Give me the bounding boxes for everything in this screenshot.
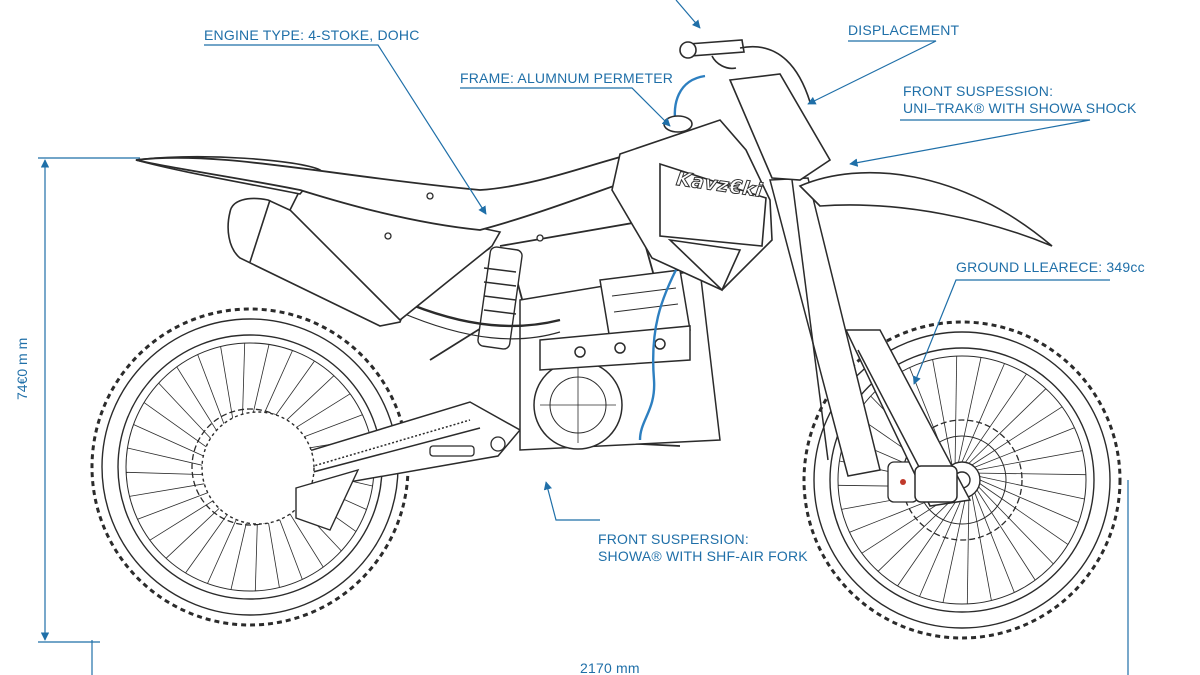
length-dimension-label: 2170 mm — [580, 660, 640, 675]
wheel-spoke — [919, 497, 963, 597]
wheel-spoke — [961, 363, 1005, 463]
wheel-spoke — [965, 373, 1027, 463]
wheel-spoke — [976, 450, 1083, 471]
front-fender — [798, 171, 1053, 247]
length-dimension-text: 2170 mm — [580, 660, 640, 675]
engine-type-label: ENGINE TYPE: 4-STOKE, DOHC — [204, 27, 420, 44]
displacement-text: DISPLACEMENT — [848, 22, 960, 38]
front-suspension-bottom-label: FRONT SUSPERSION: SHOWA® WITH SHF-AIR FO… — [598, 531, 808, 565]
height-dimension-label: 74€0 m m — [14, 337, 30, 400]
wheel-spoke — [974, 492, 1015, 593]
frame-label: FRAME: ALUMNUM PERMETER — [460, 70, 673, 87]
wheel-spoke — [974, 427, 1075, 468]
wheel-spoke — [971, 494, 992, 601]
rear-disc — [201, 411, 360, 531]
wheel-spoke — [954, 356, 958, 464]
wheel-spoke — [976, 489, 1036, 581]
front-suspension-bottom-line2: SHOWA® WITH SHF-AIR FORK — [598, 548, 808, 564]
exhaust — [227, 197, 561, 340]
front-wheel — [802, 320, 1122, 640]
front-suspension-top-line1: FRONT SUSPESSION: — [903, 83, 1054, 99]
fuel-tank — [611, 115, 773, 292]
wheel-spoke — [978, 486, 1054, 565]
wheel-spoke — [968, 388, 1047, 464]
front-fork — [769, 177, 972, 507]
front-suspension-top-label: FRONT SUSPESSION: UNI–TRAK® WITH SHOWA S… — [903, 83, 1137, 117]
front-suspension-bottom-line1: FRONT SUSPERSION: — [598, 531, 749, 547]
callout-lines — [204, 0, 1110, 521]
wheel-spoke — [979, 479, 1079, 523]
wheel-spoke — [958, 357, 982, 463]
handlebar — [679, 39, 832, 181]
details — [384, 192, 544, 457]
front-suspension-top-line2: UNI–TRAK® WITH SHOWA SHOCK — [903, 100, 1137, 116]
wheel-spoke — [966, 496, 970, 604]
wheel-spoke — [877, 496, 956, 572]
rear-shock — [477, 246, 523, 350]
dimension-lines — [38, 157, 1129, 675]
engine-type-text: ENGINE TYPE: 4-STOKE, DOHC — [204, 27, 420, 43]
wheel-spoke — [971, 406, 1063, 466]
wheel-spoke — [979, 483, 1069, 545]
displacement-label: DISPLACEMENT — [848, 22, 959, 39]
wheel-spoke — [897, 497, 959, 587]
frame-text: FRAME: ALUMNUM PERMETER — [460, 70, 674, 86]
wheel-spoke — [932, 359, 953, 466]
engine — [519, 269, 721, 451]
ground-clearance-text: GROUND LLEARECE: 349cc — [956, 259, 1145, 275]
ground-clearance-label: GROUND LLEARECE: 349cc — [956, 259, 1145, 276]
wheel-spoke — [979, 476, 1085, 500]
wheel-spoke — [978, 472, 1086, 476]
wheel-spoke — [942, 497, 966, 603]
